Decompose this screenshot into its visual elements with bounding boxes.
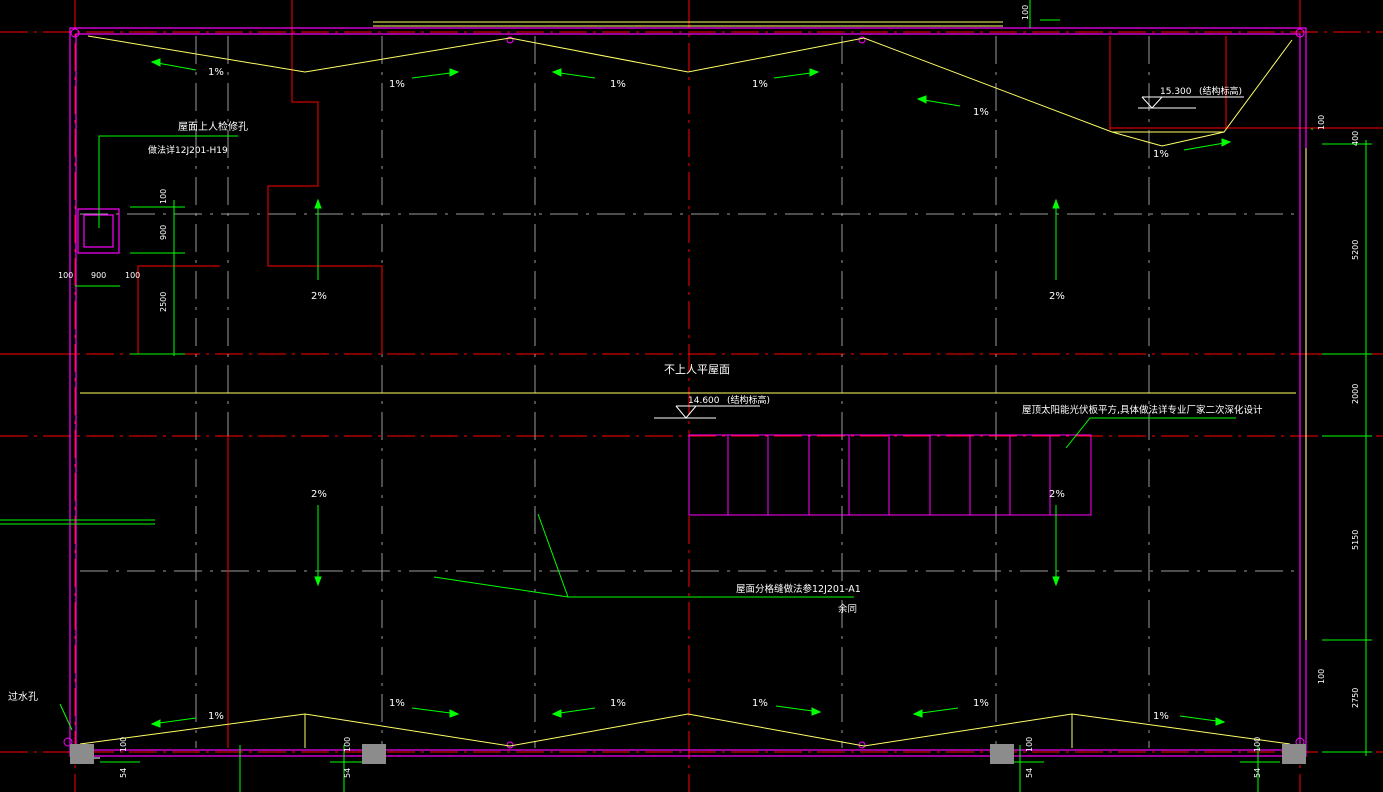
dim-hatch-h-2500: 2500 — [159, 292, 168, 312]
annotations: 屋面上人检修孔 做法详12J201-H19 不上人平屋面 14.600 (结构标… — [8, 85, 1263, 703]
dim-bottom-100: 100 — [343, 737, 352, 752]
dim-hatch-w-900: 900 — [91, 271, 106, 280]
dim-right-small-bottom: 100 — [1317, 669, 1326, 684]
slope-label: 2% — [1049, 291, 1065, 302]
slope-label: 1% — [389, 79, 405, 90]
dim-bottom-54: 54 — [119, 768, 128, 778]
drainage-ridges — [79, 21, 1307, 748]
drain-hole-label: 过水孔 — [8, 690, 38, 703]
dim-hatch-h-100: 100 — [159, 189, 168, 204]
dimension-labels: 400 5200 2000 5150 2750 100 900 100 100 … — [58, 5, 1360, 778]
dim-hatch-w-100b: 100 — [125, 271, 140, 280]
solar-panel-array — [688, 434, 1092, 516]
slope-label: 1% — [610, 698, 626, 709]
parapet-wall-posts — [63, 28, 1305, 749]
dim-hatch-w-100a: 100 — [58, 271, 73, 280]
dim-right-2000: 2000 — [1351, 384, 1360, 404]
non-accessible-roof-label: 不上人平屋面 — [664, 363, 730, 376]
slope-label: 1% — [610, 79, 626, 90]
dim-right-small-top: 100 — [1317, 115, 1326, 130]
slope-label: 1% — [389, 698, 405, 709]
slope-label: 1% — [973, 698, 989, 709]
slope-label: 1% — [752, 698, 768, 709]
columns — [70, 744, 1306, 764]
slope-labels-bottom: 1% 1% 1% 1% 1% 1% — [208, 698, 1169, 722]
roof-hatch-label: 屋面上人检修孔 — [178, 120, 248, 133]
slope-labels-two: 2% 2% 2% 2% — [311, 291, 1065, 500]
dim-bottom-100: 100 — [119, 737, 128, 752]
elevation-markers — [78, 96, 1244, 759]
slope-label: 2% — [311, 489, 327, 500]
dim-right-2750: 2750 — [1351, 688, 1360, 708]
elevation-top: 15.300 — [1160, 87, 1192, 97]
elevation-main-note: (结构标高) — [727, 394, 770, 406]
dim-top-small: 100 — [1021, 5, 1030, 20]
slope-arrows — [150, 58, 1232, 728]
parapet-walls — [69, 27, 1307, 757]
elevation-top-note: (结构标高) — [1199, 85, 1242, 97]
red-outlines — [137, 0, 1383, 748]
dim-bottom-54: 54 — [1025, 768, 1034, 778]
dim-bottom-100: 100 — [1253, 737, 1262, 752]
slope-label: 2% — [1049, 489, 1065, 500]
elevation-main: 14.600 — [688, 396, 720, 406]
slope-label: 1% — [752, 79, 768, 90]
roof-hatch-ref: 做法详12J201-H19 — [148, 144, 228, 156]
slope-labels-top: 1% 1% 1% 1% 1% 1% — [208, 67, 1169, 160]
remaining-same-note: 余同 — [838, 603, 857, 615]
dim-bottom-100: 100 — [1025, 737, 1034, 752]
slope-label: 1% — [1153, 711, 1169, 722]
dim-right-400: 400 — [1351, 131, 1360, 146]
slope-label: 1% — [208, 67, 224, 78]
slope-label: 1% — [1153, 149, 1169, 160]
solar-panel-note: 屋顶太阳能光伏板平方,具体做法详专业厂家二次深化设计 — [1022, 404, 1263, 416]
slope-label: 1% — [208, 711, 224, 722]
dim-right-5150: 5150 — [1351, 530, 1360, 550]
dim-bottom-54: 54 — [343, 768, 352, 778]
grid-axes-gray — [80, 36, 1296, 748]
slope-label: 2% — [311, 291, 327, 302]
slope-label: 1% — [973, 107, 989, 118]
dim-right-5200: 5200 — [1351, 240, 1360, 260]
dim-hatch-h-900: 900 — [159, 225, 168, 240]
grid-joint-note: 屋面分格缝做法参12J201-A1 — [736, 583, 861, 595]
dim-bottom-54: 54 — [1253, 768, 1262, 778]
